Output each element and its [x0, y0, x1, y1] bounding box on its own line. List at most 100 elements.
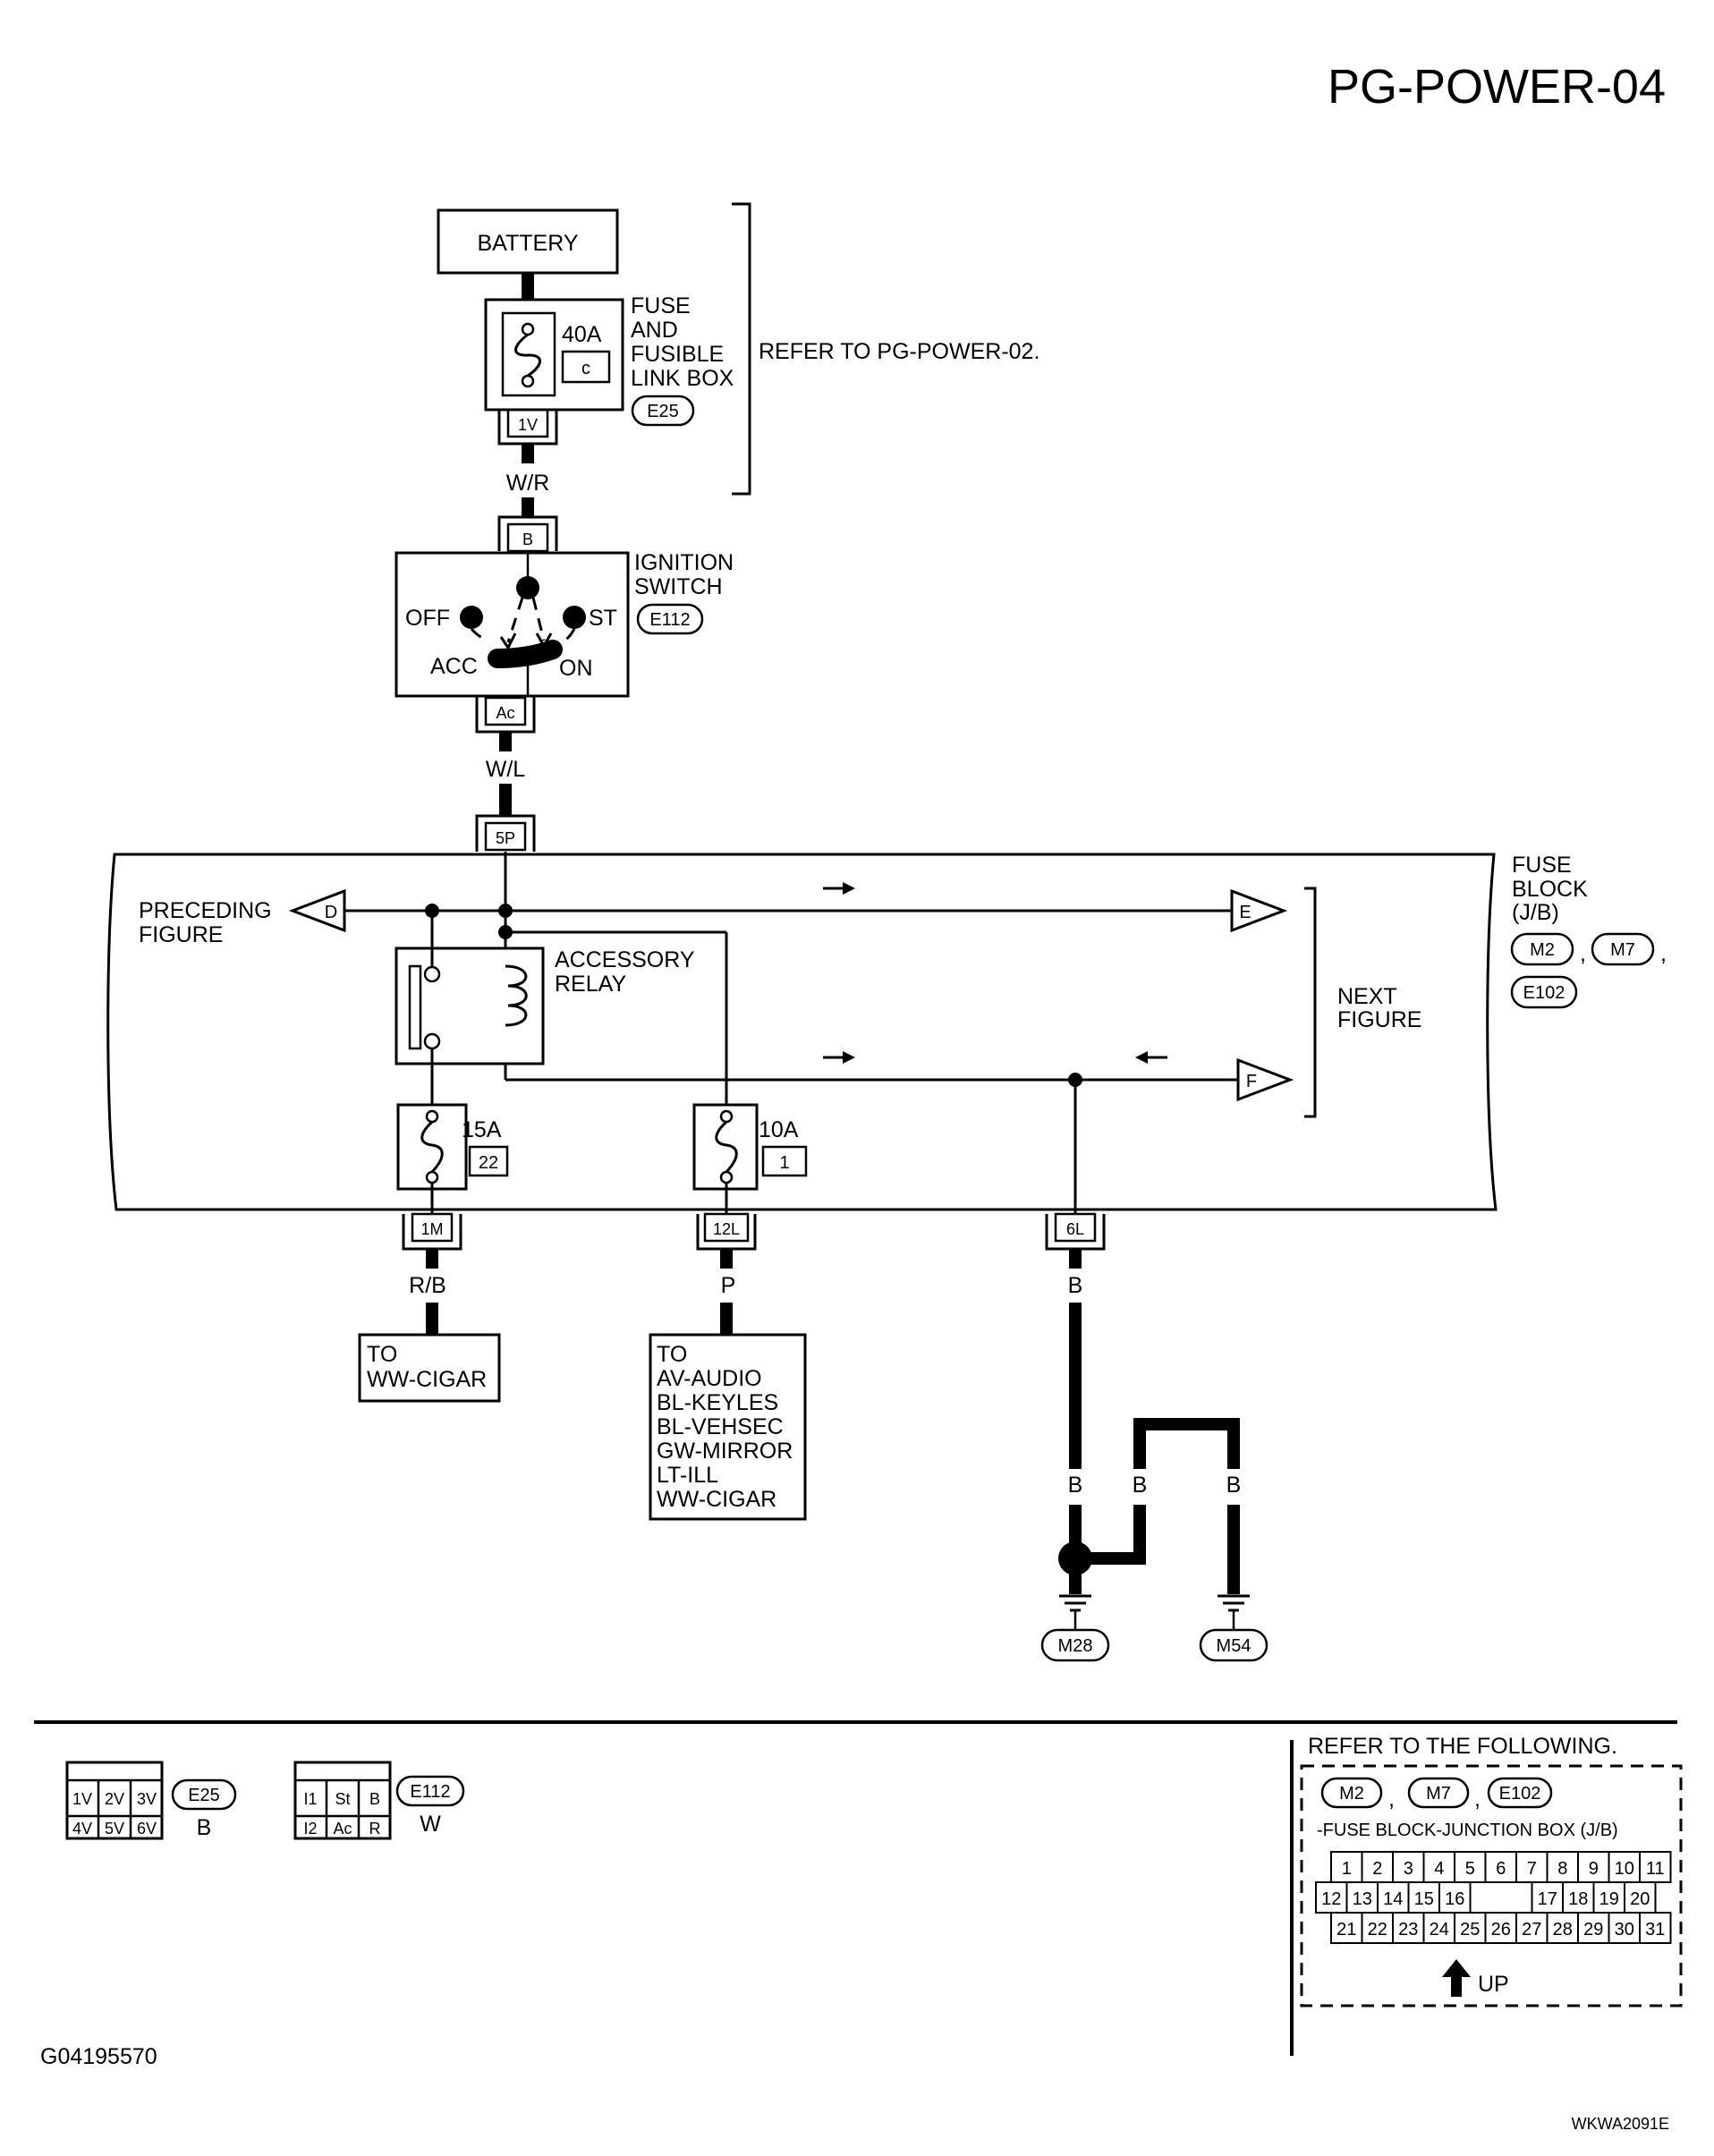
preceding-figure-label-2: FIGURE — [139, 922, 223, 947]
next-figure-bracket — [1304, 887, 1317, 1118]
dest-list-box: TO AV-AUDIO BL-KEYLES BL-VEHSEC GW-MIRRO… — [649, 1333, 807, 1521]
ground-m54-label: M54 — [1217, 1636, 1252, 1656]
dest-list-item-3: BL-VEHSEC — [657, 1414, 784, 1439]
jb-pin-11: 11 — [1646, 1859, 1665, 1879]
dest-list-item-6: WW-CIGAR — [657, 1487, 776, 1512]
e112-pin-b: B — [369, 1790, 380, 1808]
refer-following-heading: REFER TO THE FOLLOWING. — [1308, 1734, 1617, 1759]
fusible-link-label-2: AND — [631, 318, 678, 343]
refer-conn-m2-label: M2 — [1339, 1784, 1364, 1804]
footer-left-code: G04195570 — [40, 2044, 157, 2069]
e112-pin-ac: Ac — [333, 1820, 352, 1838]
fuse-block-comma-2: , — [1660, 941, 1667, 966]
up-label: UP — [1478, 1972, 1509, 1997]
fuse-10a-rating: 10A — [759, 1117, 799, 1142]
terminal-5p: 5P — [475, 814, 536, 852]
fuse-block-comma-1: , — [1580, 941, 1586, 966]
page-title: PG-POWER-04 — [1328, 60, 1666, 114]
connector-face-e112: I1 St B I2 Ac R E112 W — [293, 1761, 465, 1840]
next-figure-label-1: NEXT — [1337, 984, 1397, 1009]
ignition-label-1: IGNITION — [634, 550, 734, 575]
preceding-figure-label-1: PRECEDING — [139, 898, 272, 923]
ignition-switch: OFF ST ACC ON — [395, 551, 630, 698]
marker-f-label: F — [1246, 1072, 1257, 1091]
jb-pin-22: 22 — [1368, 1920, 1387, 1940]
ignition-pos-off: OFF — [405, 606, 450, 631]
jb-pin-20: 20 — [1630, 1889, 1650, 1909]
jb-pin-27: 27 — [1522, 1920, 1541, 1940]
ignition-pos-st: ST — [589, 606, 617, 631]
ignition-pos-acc: ACC — [430, 654, 478, 679]
fuse-10a-number: 1 — [779, 1153, 789, 1173]
jb-pin-3: 3 — [1404, 1859, 1413, 1879]
e25-face-color: B — [197, 1815, 212, 1840]
refer-conn-e102-label: E102 — [1499, 1784, 1541, 1804]
connector-tag-e25-label: E25 — [647, 402, 679, 421]
connector-tag-e112-label: E112 — [649, 610, 690, 630]
wire-color-b-1: B — [1068, 1473, 1083, 1498]
jb-pin-26: 26 — [1491, 1920, 1511, 1940]
marker-d: D — [288, 888, 346, 933]
terminal-ac-label: Ac — [496, 704, 514, 722]
jb-pin-8-cell — [1546, 1851, 1579, 1883]
wire-color-b-6l: B — [1068, 1273, 1083, 1298]
jb-pin-6: 6 — [1496, 1859, 1506, 1879]
terminal-1m-label: 1M — [420, 1220, 443, 1238]
refer-comma-2: , — [1474, 1787, 1481, 1812]
battery-label: BATTERY — [478, 231, 579, 256]
e112-face-id: E112 — [410, 1782, 450, 1802]
fuse-block-label-2: BLOCK — [1512, 877, 1588, 902]
jb-pin-5: 5 — [1465, 1859, 1475, 1879]
jb-pin-6-cell — [1484, 1851, 1517, 1883]
jb-pin-14: 14 — [1383, 1889, 1403, 1909]
jb-pin-9: 9 — [1589, 1859, 1599, 1879]
refer-pg-power-02: REFER TO PG-POWER-02. — [759, 339, 1039, 364]
jb-pin-26-cell — [1484, 1912, 1517, 1944]
accessory-relay — [395, 911, 545, 1109]
jb-pin-2: 2 — [1372, 1859, 1382, 1879]
wire-color-wr: W/R — [506, 471, 550, 496]
jb-pin-16: 16 — [1445, 1889, 1464, 1909]
battery-block: BATTERY — [437, 208, 619, 275]
jb-pin-27-cell — [1515, 1912, 1549, 1944]
jb-pin-30-cell — [1608, 1912, 1641, 1944]
terminal-6l: 6L — [1045, 1212, 1106, 1251]
jb-pin-8: 8 — [1557, 1859, 1567, 1879]
dest-list-item-0: TO — [657, 1342, 687, 1367]
refer-conn-m7-label: M7 — [1426, 1784, 1451, 1804]
ignition-pos-on: ON — [559, 656, 593, 681]
e25-pin-5v: 5V — [105, 1820, 124, 1838]
e25-pin-4v: 4V — [72, 1820, 92, 1838]
ground-symbol-m54: M54 — [1199, 1594, 1269, 1662]
e25-pin-2v: 2V — [105, 1790, 124, 1808]
jb-pin-7-cell — [1515, 1851, 1549, 1883]
jb-pin-7: 7 — [1527, 1859, 1537, 1879]
e112-pin-r: R — [369, 1820, 381, 1838]
wire-color-p: P — [721, 1273, 736, 1298]
marker-f: F — [1236, 1057, 1294, 1102]
e112-pin-st: St — [335, 1790, 350, 1808]
jb-pin-19: 19 — [1599, 1889, 1619, 1909]
jb-pin-15: 15 — [1414, 1889, 1434, 1909]
jb-pin-30: 30 — [1615, 1920, 1634, 1940]
relay-label-1: ACCESSORY — [555, 947, 695, 972]
up-arrow-icon — [1442, 1959, 1471, 1997]
jb-pin-17: 17 — [1538, 1889, 1557, 1909]
wire-color-wl: W/L — [486, 757, 526, 782]
marker-d-label: D — [325, 903, 337, 922]
e25-pin-1v: 1V — [72, 1790, 92, 1808]
jb-pin-29-cell — [1577, 1912, 1610, 1944]
fuse-15a-number: 22 — [479, 1153, 498, 1173]
wire-color-b-3: B — [1226, 1473, 1242, 1498]
jb-pin-blank-cell — [1469, 1881, 1533, 1914]
e112-pin-i2: I2 — [303, 1820, 317, 1838]
terminal-12l-label: 12L — [713, 1220, 740, 1238]
fusible-link-label-1: FUSE — [631, 293, 691, 318]
jb-pin-25: 25 — [1460, 1920, 1480, 1940]
terminal-5p-label: 5P — [496, 829, 515, 847]
wire-color-rb: R/B — [409, 1273, 446, 1298]
jb-pin-20-cell — [1624, 1881, 1657, 1914]
fuse-block-label-1: FUSE — [1512, 853, 1572, 878]
